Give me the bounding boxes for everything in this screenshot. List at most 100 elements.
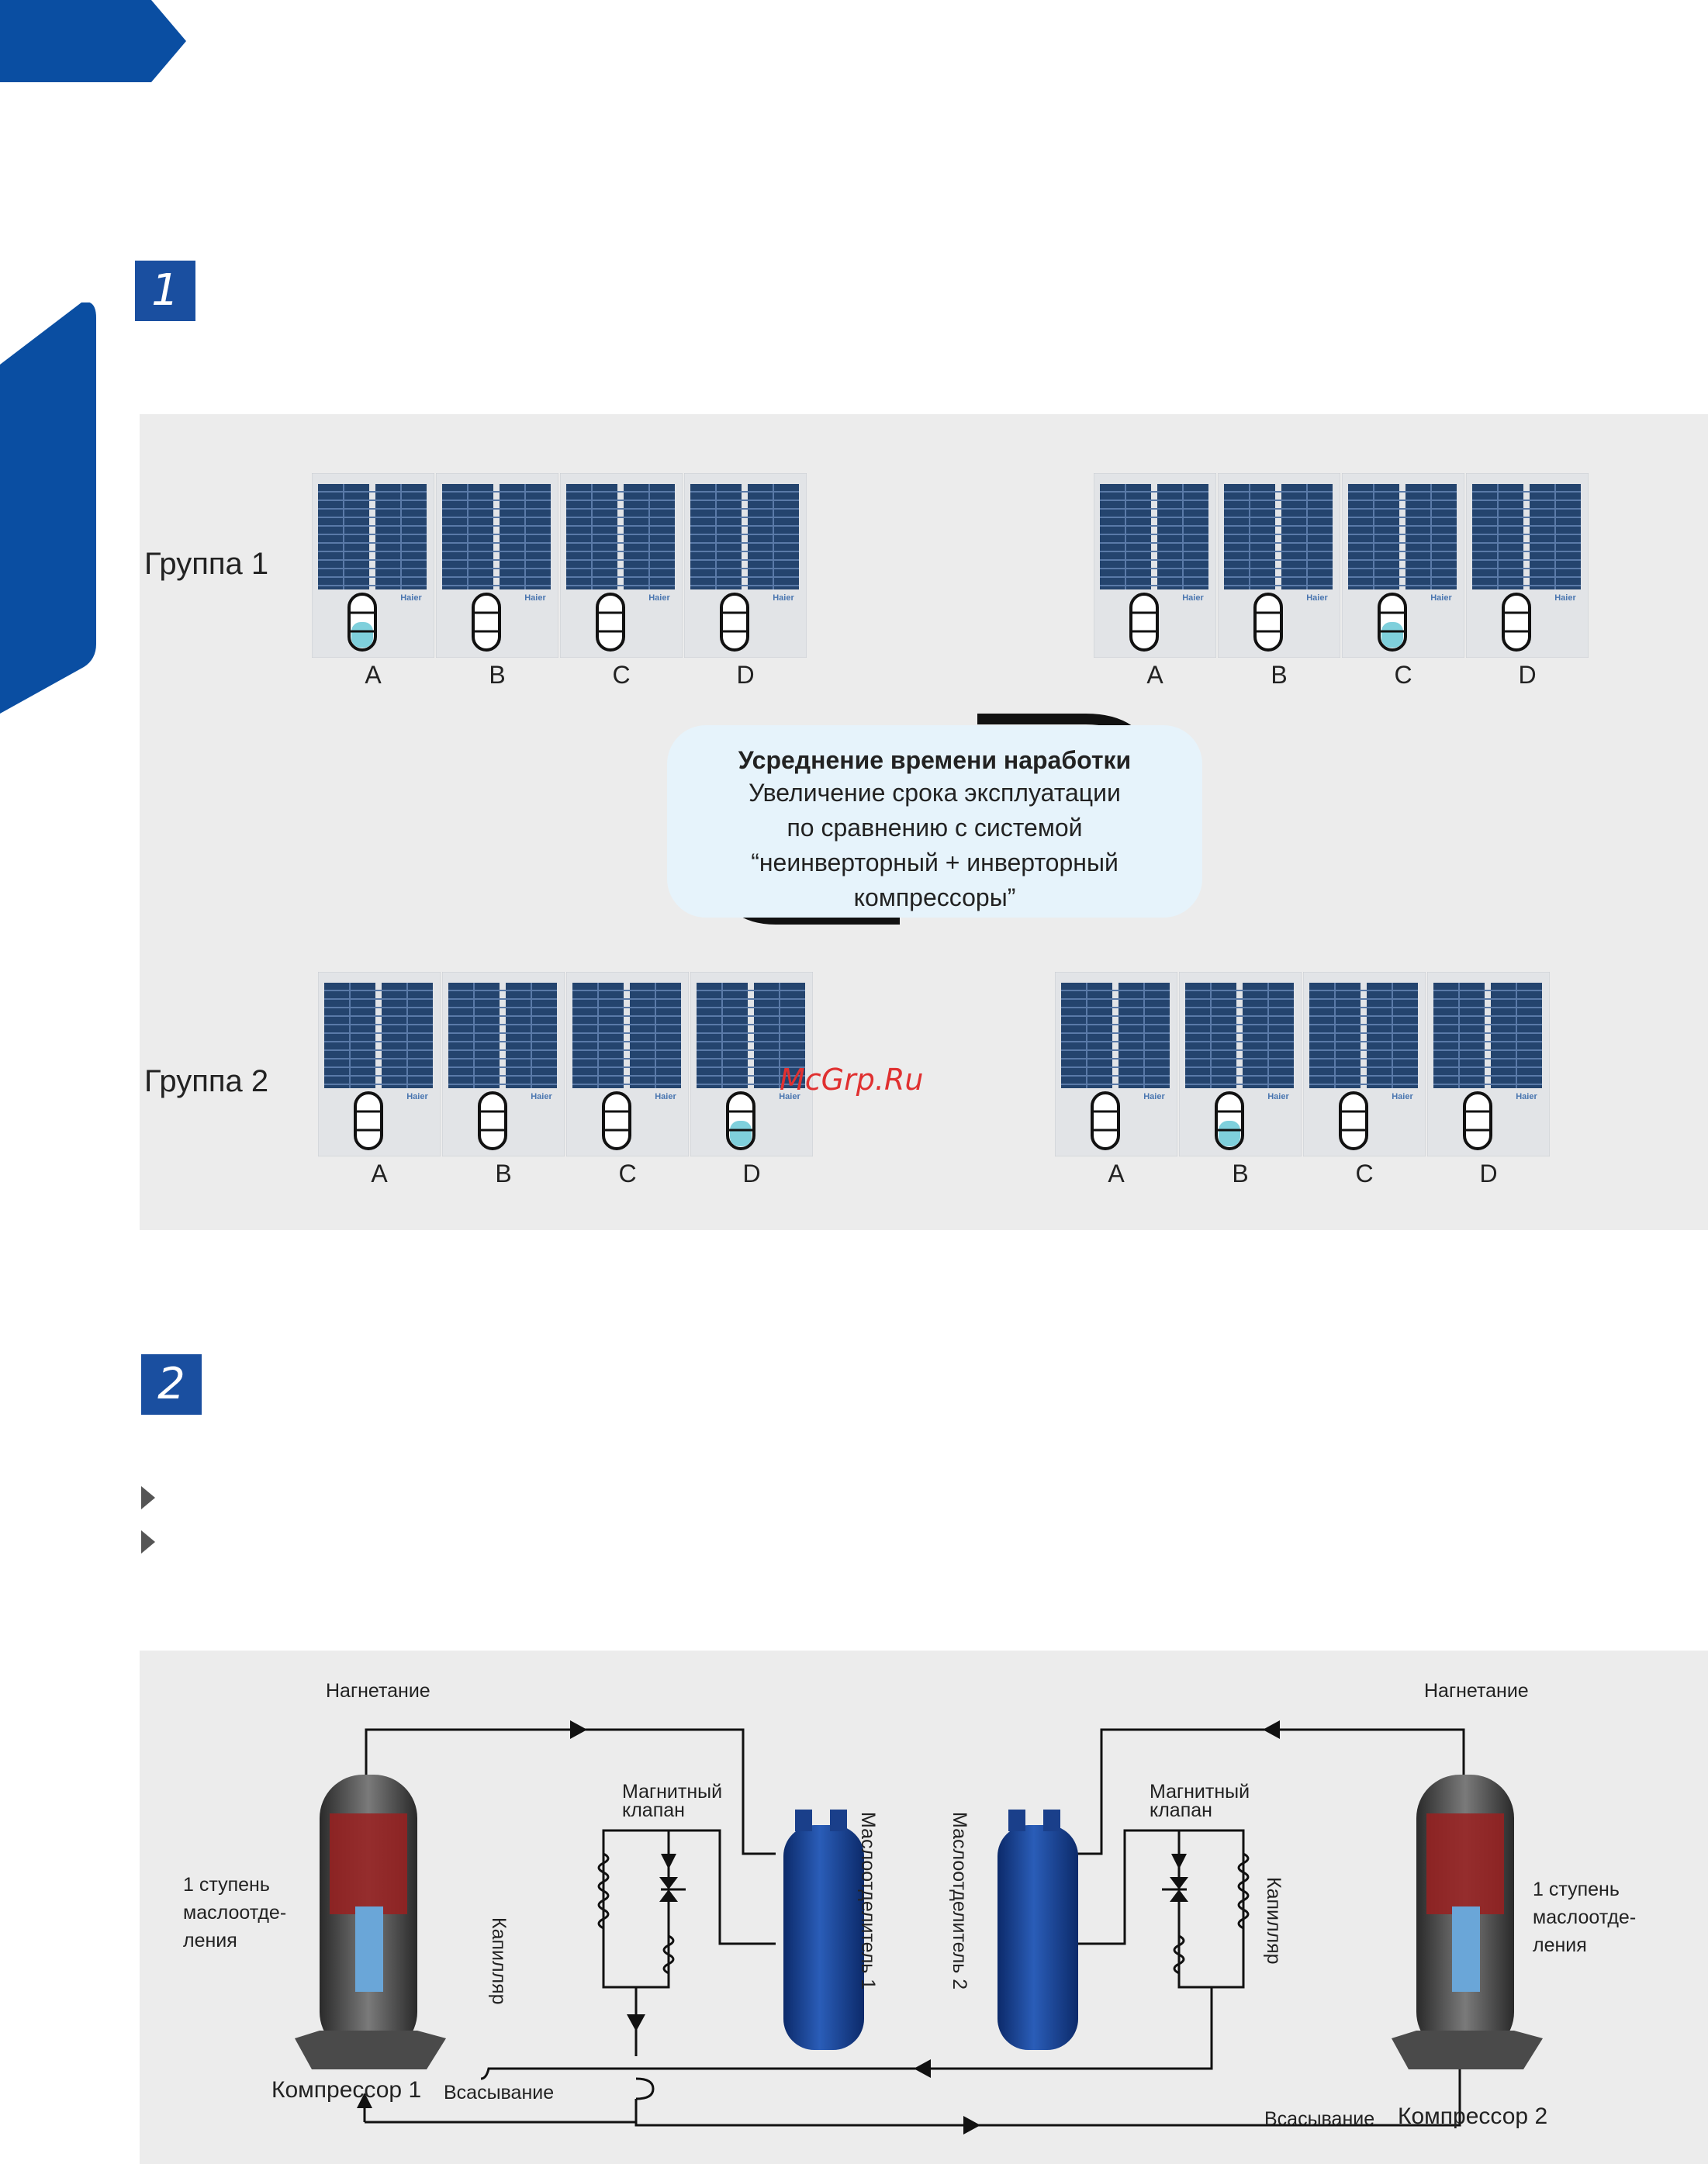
- solenoid-line1: Магнитный: [1150, 1781, 1250, 1803]
- outdoor-unit: Haier: [1054, 971, 1178, 1157]
- stage-line1: 1 ступень: [1533, 1879, 1620, 1900]
- discharge-label-left: Нагнетание: [326, 1680, 430, 1702]
- discharge-label-right: Нагнетание: [1424, 1680, 1529, 1702]
- svg-text:Haier: Haier: [400, 593, 422, 603]
- header-tab: [0, 0, 186, 82]
- unit-label: A: [365, 661, 382, 689]
- stage-line2: маслоотде-: [1533, 1906, 1637, 1928]
- section-number-1: 1: [135, 261, 195, 321]
- stage-line2: маслоотде-: [183, 1902, 287, 1924]
- bubble-line-1: Увеличение срока эксплуатации: [749, 779, 1121, 807]
- svg-text:Haier: Haier: [1554, 593, 1576, 603]
- outdoor-unit: Haier: [1093, 472, 1217, 659]
- capillary-coil-icon: [1237, 1852, 1250, 1930]
- flow-arrow: [627, 2014, 645, 2031]
- outdoor-unit: Haier: [317, 971, 441, 1157]
- solenoid-label-left: Магнитный клапан: [622, 1782, 722, 1820]
- svg-text:Haier: Haier: [773, 593, 794, 603]
- capillary-label-left: Капилляр: [488, 1917, 510, 2005]
- suction-label-left: Всасывание: [444, 2082, 555, 2104]
- outdoor-unit: Haier: [441, 971, 565, 1157]
- outdoor-unit: Haier: [690, 971, 814, 1157]
- suction-label-right: Всасывание: [1264, 2108, 1375, 2130]
- unit-label: C: [612, 661, 631, 689]
- side-tab: [0, 302, 96, 714]
- unit-label: B: [1232, 1160, 1249, 1187]
- flow-arrow: [1263, 1720, 1280, 1739]
- unit-label: D: [736, 661, 755, 689]
- bubble-title: Усреднение времени наработки: [738, 746, 1132, 774]
- unit-label: D: [742, 1160, 761, 1187]
- flow-arrow: [661, 1854, 676, 1869]
- solenoid-label-right: Магнитный клапан: [1150, 1782, 1250, 1820]
- unit-label: A: [1146, 661, 1163, 689]
- outdoor-unit: Haier: [683, 472, 807, 659]
- solenoid-valve-icon: [659, 1877, 678, 1889]
- unit-label: D: [1479, 1160, 1498, 1187]
- unit-label: B: [489, 661, 506, 689]
- group-2-label: Группа 2: [144, 1064, 269, 1098]
- outdoor-unit: Haier: [1426, 971, 1551, 1157]
- unit-label: B: [1271, 661, 1288, 689]
- stage-line3: ления: [183, 1930, 237, 1951]
- oil-separator-2-icon: [997, 1810, 1078, 2050]
- outdoor-unit: Haier: [435, 472, 559, 659]
- outdoor-unit: Haier: [1302, 971, 1426, 1157]
- bullet-icon: [141, 1530, 155, 1554]
- svg-text:Haier: Haier: [524, 593, 546, 603]
- outdoor-unit: Haier: [1217, 472, 1341, 659]
- section-number-2: 2: [141, 1354, 202, 1415]
- flow-arrow: [570, 1720, 587, 1739]
- solenoid-line2: клапан: [622, 1799, 685, 1821]
- svg-text:Haier: Haier: [406, 1092, 428, 1101]
- outdoor-unit: Haier: [559, 472, 683, 659]
- svg-text:Haier: Haier: [779, 1092, 800, 1101]
- group-1-label: Группа 1: [144, 547, 269, 581]
- solenoid-line1: Магнитный: [622, 1781, 723, 1803]
- svg-text:Haier: Haier: [648, 593, 670, 603]
- oil-separation-diagram: [295, 1720, 1543, 2135]
- bubble-runtime: Усреднение времени наработки Увеличение …: [667, 725, 1202, 918]
- compressor-1-icon: [295, 1775, 446, 2069]
- svg-text:Haier: Haier: [1430, 593, 1452, 603]
- separator-1-label: Маслоотделитель 1: [857, 1812, 879, 1990]
- outdoor-unit: Haier: [1465, 472, 1589, 659]
- unit-label: B: [495, 1160, 512, 1187]
- unit-label: C: [1355, 1160, 1374, 1187]
- separator-2-label: Маслоотделитель 2: [949, 1812, 970, 1990]
- flow-arrow: [914, 2059, 931, 2078]
- unit-label: A: [1108, 1160, 1125, 1187]
- capillary-coil-icon: [597, 1852, 610, 1930]
- svg-text:Haier: Haier: [1182, 593, 1204, 603]
- capillary-coil-icon: [1173, 1934, 1185, 1975]
- flow-arrow: [963, 2116, 980, 2135]
- stage-label-left: 1 ступень маслоотде- ления: [183, 1871, 286, 1955]
- watermark: McGrp.Ru: [780, 1063, 924, 1097]
- stage-line1: 1 ступень: [183, 1874, 270, 1896]
- svg-text:Haier: Haier: [655, 1092, 676, 1101]
- capillary-label-right: Капилляр: [1263, 1877, 1284, 1965]
- svg-text:Haier: Haier: [1143, 1092, 1165, 1101]
- capillary-coil-icon: [662, 1934, 675, 1975]
- svg-text:Haier: Haier: [1306, 593, 1328, 603]
- unit-label: D: [1518, 661, 1537, 689]
- svg-text:Haier: Haier: [1392, 1092, 1413, 1101]
- compressor-2-icon: [1392, 1775, 1543, 2069]
- bubble-line-2: по сравнению с системой: [787, 814, 1083, 842]
- unit-label: C: [618, 1160, 637, 1187]
- flow-arrow: [357, 2093, 372, 2108]
- svg-text:Haier: Haier: [1516, 1092, 1537, 1101]
- flow-arrow: [1171, 1854, 1187, 1869]
- solenoid-valve-icon: [1170, 1877, 1188, 1889]
- stage-line3: ления: [1533, 1934, 1587, 1956]
- bubble-line-3: “неинверторный + инверторный: [751, 849, 1118, 876]
- outdoor-unit: Haier: [565, 971, 690, 1157]
- outdoor-unit: Haier: [1178, 971, 1302, 1157]
- svg-text:Haier: Haier: [1267, 1092, 1289, 1101]
- bubble-line-4: компрессоры”: [853, 883, 1016, 911]
- unit-label: C: [1394, 661, 1412, 689]
- unit-label: A: [371, 1160, 388, 1187]
- outdoor-unit: Haier: [311, 472, 435, 659]
- solenoid-line2: клапан: [1150, 1799, 1212, 1821]
- stage-label-right: 1 ступень маслоотде- ления: [1533, 1875, 1636, 1959]
